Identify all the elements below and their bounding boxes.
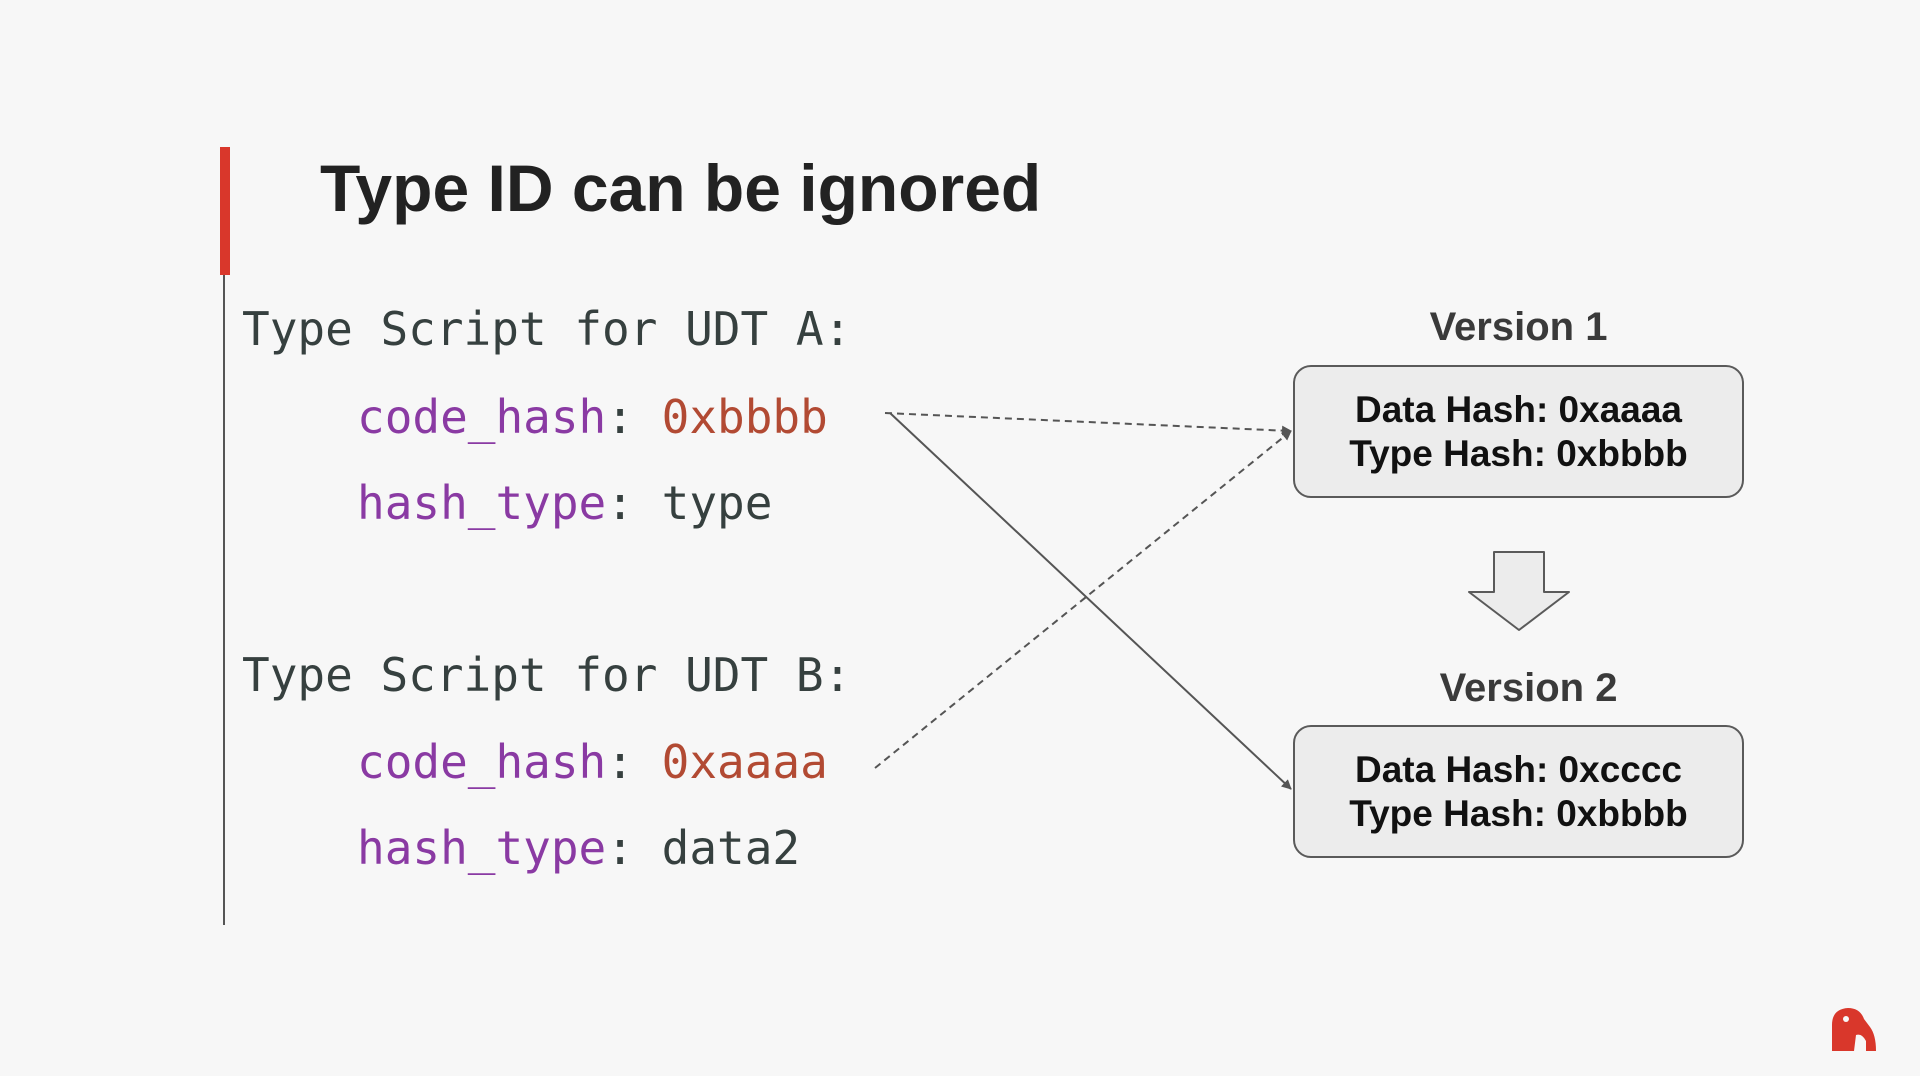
udt-a-code-hash-key: code_hash (357, 390, 607, 444)
udt-a-hash-type-value: type (661, 476, 773, 530)
udt-b-to-version1-dashed-connector (874, 430, 1292, 769)
udt-b-hash-type-line: hash_type: data2 (357, 821, 801, 875)
udt-a-heading: Type Script for UDT A: (242, 302, 852, 356)
slide-title: Type ID can be ignored (320, 151, 1042, 225)
version1-box: Data Hash: 0xaaaa Type Hash: 0xbbbb (1293, 365, 1744, 498)
udt-b-hash-type-value: data2 (661, 821, 801, 875)
left-rule-line (223, 275, 225, 925)
udt-a-hash-type-line: hash_type: type (357, 476, 773, 530)
udt-b-heading: Type Script for UDT B: (242, 648, 852, 702)
version1-data-hash: Data Hash: 0xaaaa (1354, 388, 1683, 430)
version1-type-hash: Type Hash: 0xbbbb (1349, 432, 1688, 474)
title-accent-bar (220, 147, 230, 275)
version2-data-hash: Data Hash: 0xcccc (1354, 748, 1683, 790)
version1-label: Version 1 (1429, 305, 1608, 349)
udt-a-to-version2-connector (889, 412, 1292, 790)
version2-type-hash: Type Hash: 0xbbbb (1349, 792, 1688, 834)
udt-a-code-hash-value: 0xbbbb (661, 390, 828, 444)
udt-b-hash-type-key: hash_type (357, 821, 607, 875)
logo-icon (1832, 1008, 1876, 1051)
udt-b-code-hash-value: 0xaaaa (661, 735, 828, 789)
udt-b-code-hash-key: code_hash (357, 735, 607, 789)
version2-box: Data Hash: 0xcccc Type Hash: 0xbbbb (1293, 725, 1744, 858)
udt-b-code-hash-line: code_hash: 0xaaaa (357, 735, 828, 789)
udt-a-hash-type-key: hash_type (357, 476, 607, 530)
udt-a-to-version1-dashed-connector (884, 412, 1292, 436)
version2-label: Version 2 (1439, 666, 1618, 710)
down-arrow-icon (1468, 551, 1570, 631)
udt-a-code-hash-line: code_hash: 0xbbbb (357, 390, 828, 444)
